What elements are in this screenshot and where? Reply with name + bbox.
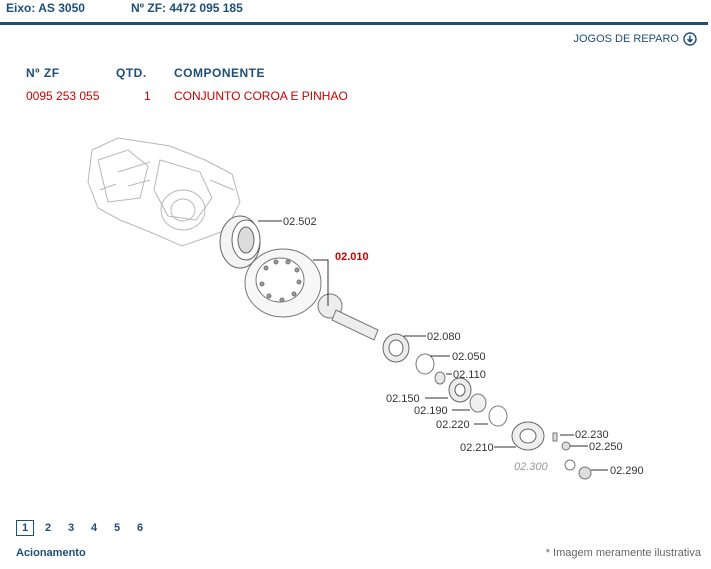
label-02-502[interactable]: 02.502	[283, 216, 317, 228]
header-bar: Eixo: AS 3050 Nº ZF: 4472 095 185	[0, 0, 711, 22]
part-pinion-shaft	[317, 293, 379, 341]
label-02-220[interactable]: 02.220	[436, 419, 470, 431]
column-header-nzf: Nº ZF	[26, 66, 60, 80]
row-qtd-value: 1	[144, 89, 151, 103]
column-header-componente: COMPONENTE	[174, 66, 266, 80]
row-componente-value[interactable]: CONJUNTO COROA E PINHAO	[174, 89, 348, 103]
illustrative-note: * Imagem meramente ilustrativa	[545, 547, 701, 559]
download-circle-icon	[683, 32, 697, 46]
label-02-010[interactable]: 02.010	[335, 251, 369, 263]
column-header-qtd: QTD.	[116, 66, 147, 80]
label-02-290[interactable]: 02.290	[610, 465, 644, 477]
label-02-250[interactable]: 02.250	[589, 441, 623, 453]
part-02-210	[511, 421, 545, 451]
label-02-050[interactable]: 02.050	[452, 351, 486, 363]
axle-title: Eixo: AS 3050	[6, 1, 85, 15]
part-02-080	[382, 333, 410, 363]
label-02-110[interactable]: 02.110	[453, 369, 486, 381]
page-3[interactable]: 3	[67, 522, 75, 534]
repair-kits-label: JOGOS DE REPARO	[573, 33, 679, 45]
part-02-502	[219, 215, 261, 269]
label-02-230[interactable]: 02.230	[575, 429, 609, 441]
part-02-050	[415, 353, 435, 375]
part-02-290	[578, 466, 592, 480]
page-2[interactable]: 2	[44, 522, 52, 534]
repair-kits-link[interactable]: JOGOS DE REPARO	[573, 32, 697, 46]
label-02-190[interactable]: 02.190	[414, 405, 448, 417]
page-4[interactable]: 4	[90, 522, 98, 534]
leader-lines	[258, 220, 608, 471]
page-1[interactable]: 1	[16, 520, 34, 536]
row-nzf-value[interactable]: 0095 253 055	[26, 89, 100, 103]
part-02-250	[561, 441, 571, 451]
page-6[interactable]: 6	[136, 522, 144, 534]
label-02-300[interactable]: 02.300	[514, 461, 549, 473]
part-crown-gear	[244, 248, 322, 318]
axle-housing-sketch	[87, 137, 241, 247]
part-02-150	[448, 377, 472, 403]
zf-number-title: Nº ZF: 4472 095 185	[131, 1, 243, 15]
section-link-acionamento[interactable]: Acionamento	[16, 547, 86, 559]
label-02-150[interactable]: 02.150	[386, 393, 420, 405]
page-5[interactable]: 5	[113, 522, 121, 534]
label-02-210[interactable]: 02.210	[460, 442, 494, 454]
part-02-300	[564, 459, 576, 471]
part-02-220	[488, 405, 508, 427]
exploded-parts-diagram: 02.502 02.010 02.080 02.050 02.110 02.15…	[87, 137, 644, 480]
part-02-190	[469, 393, 487, 413]
header-divider	[0, 22, 708, 25]
part-02-230	[552, 432, 558, 442]
pagination: 1 2 3 4 5 6	[16, 520, 154, 536]
part-02-110	[434, 371, 446, 385]
label-02-080[interactable]: 02.080	[427, 331, 461, 343]
